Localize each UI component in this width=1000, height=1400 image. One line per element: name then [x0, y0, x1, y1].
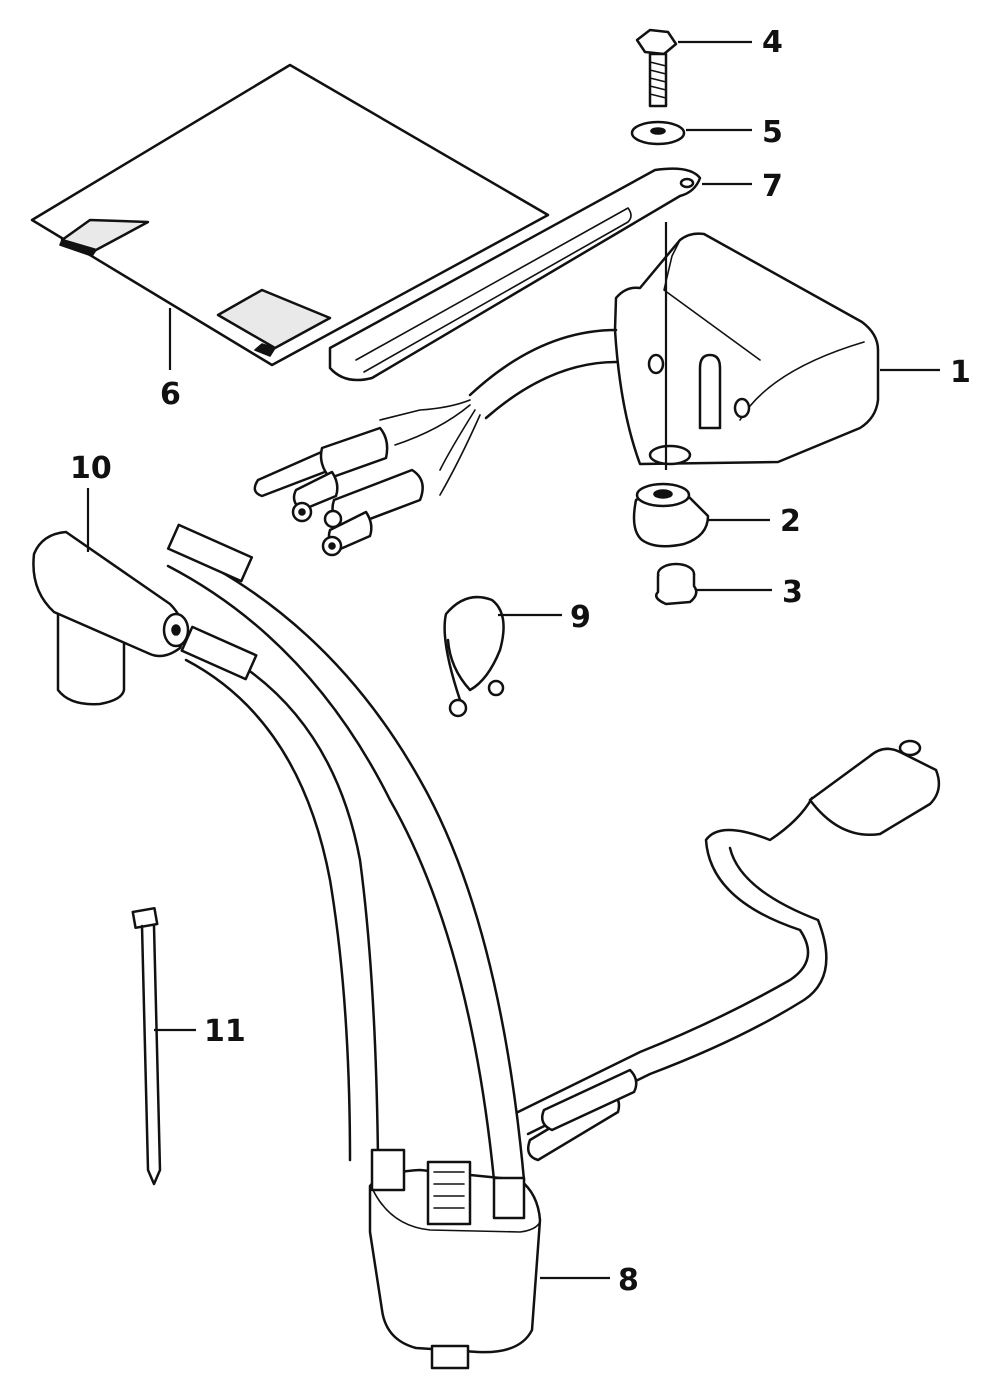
- leader-lines: [86, 40, 940, 1280]
- bushing-part: [655, 562, 698, 606]
- spark-plug-cap-part: [32, 530, 190, 706]
- washer-part: [630, 120, 686, 146]
- callout-11: 11: [204, 1014, 246, 1049]
- callout-6: 6: [160, 377, 181, 412]
- cdi-box-part: [468, 222, 880, 470]
- callout-4: 4: [762, 25, 783, 60]
- decal-sheet-part: [30, 63, 550, 367]
- callout-10: 10: [70, 451, 112, 486]
- callout-8: 8: [618, 1263, 639, 1298]
- wire-clip-part: [443, 595, 505, 718]
- callout-2: 2: [780, 504, 801, 539]
- cable-tie-part: [131, 906, 162, 1186]
- grommet-part: [632, 482, 710, 548]
- ignition-coil-part: [166, 523, 941, 1370]
- bolt-part: [635, 28, 678, 108]
- callout-5: 5: [762, 115, 783, 150]
- callout-labels: 4 5 7 1 6 10 2 3 9 11 8: [70, 25, 971, 1298]
- callout-3: 3: [782, 575, 803, 610]
- cdi-connectors: [253, 399, 481, 557]
- callout-7: 7: [762, 169, 783, 204]
- callout-1: 1: [950, 355, 971, 390]
- callout-9: 9: [570, 600, 591, 635]
- mounting-strap-part: [328, 167, 702, 382]
